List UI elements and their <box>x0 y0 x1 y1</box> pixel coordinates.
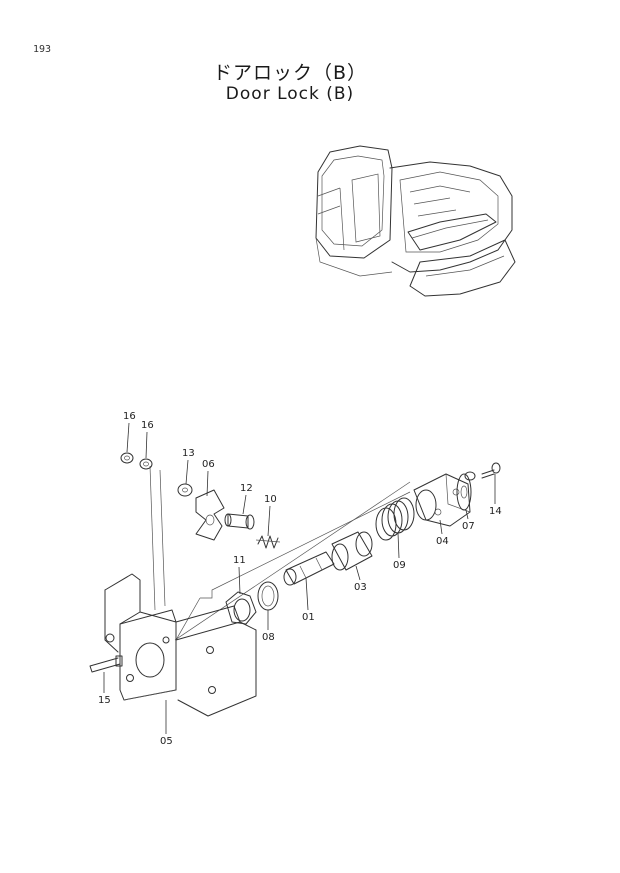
nut-16b <box>139 458 153 470</box>
callout-15: 15 <box>98 695 111 706</box>
knob-11 <box>225 591 257 625</box>
callout-11: 11 <box>233 555 246 566</box>
title-english: Door Lock (B) <box>225 84 355 104</box>
bracket-05 <box>104 573 257 717</box>
nut-16a <box>120 452 134 464</box>
pin-12 <box>224 513 255 530</box>
callout-08: 08 <box>262 632 275 643</box>
sleeve-03 <box>331 531 373 571</box>
callout-14: 14 <box>489 506 502 517</box>
shaft-01 <box>283 551 335 586</box>
cover-07 <box>456 473 472 511</box>
housing-04 <box>413 473 471 527</box>
callout-07: 07 <box>462 521 475 532</box>
callout-05: 05 <box>160 736 173 747</box>
callout-labels: 16 16 13 06 12 10 11 08 01 03 09 04 07 1… <box>98 411 502 747</box>
callout-10: 10 <box>264 494 277 505</box>
callout-04: 04 <box>436 536 449 547</box>
title-japanese: ドアロック（B） <box>212 62 368 84</box>
spring-09 <box>375 497 415 541</box>
screw-14 <box>464 462 501 481</box>
cam-plate-06 <box>195 489 225 541</box>
callout-06: 06 <box>202 459 215 470</box>
callout-01: 01 <box>302 612 315 623</box>
bolt-15 <box>89 655 123 673</box>
ring-08 <box>257 581 279 611</box>
page-number: 193 <box>33 44 52 55</box>
spring-10 <box>255 535 281 549</box>
callout-09: 09 <box>393 560 406 571</box>
callout-16b: 16 <box>141 420 154 431</box>
callout-16a: 16 <box>123 411 136 422</box>
excavator-locator-illustration <box>315 145 516 297</box>
callout-13: 13 <box>182 448 195 459</box>
washer-13 <box>177 483 193 497</box>
assembly-guide-lines <box>149 465 411 641</box>
callout-12: 12 <box>240 483 253 494</box>
callout-03: 03 <box>354 582 367 593</box>
